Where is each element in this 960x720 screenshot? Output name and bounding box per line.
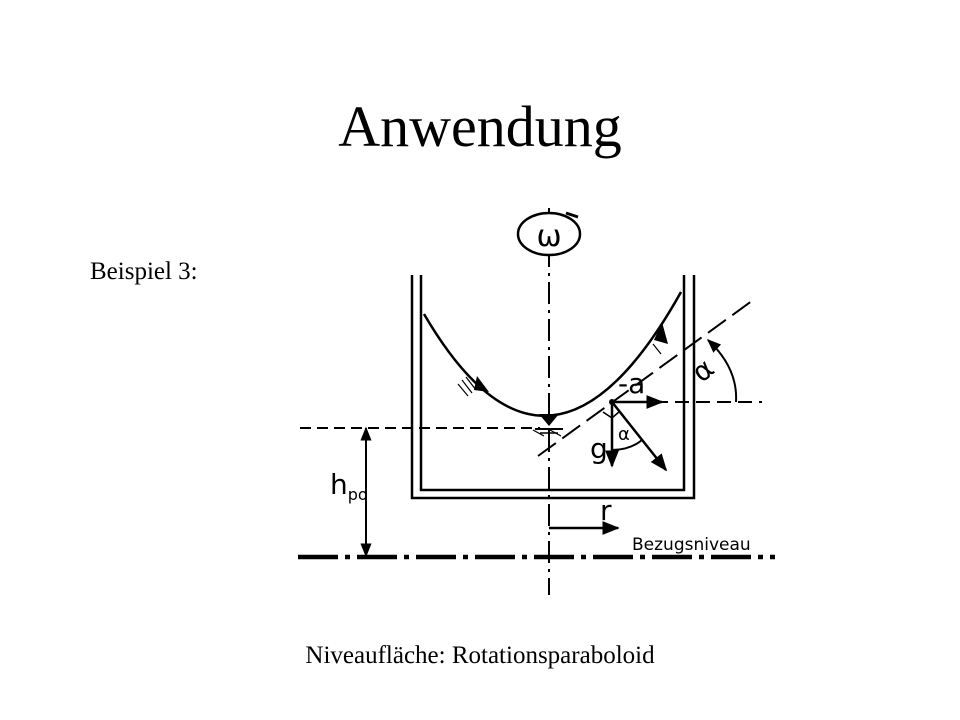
radius-label: r xyxy=(600,494,612,527)
slide-title: Anwendung xyxy=(338,94,622,159)
omega-marker: ω xyxy=(516,211,582,257)
large-alpha-label: α xyxy=(685,352,720,389)
right-angle-mark xyxy=(602,410,621,419)
example-label: Beispiel 3: xyxy=(90,258,198,285)
surface-hatching xyxy=(457,343,662,437)
surface-arrow-left xyxy=(474,376,489,392)
resultant-arrow xyxy=(611,401,668,472)
gravity-label: g xyxy=(590,432,608,465)
reference-label: Bezugsniveau xyxy=(632,535,751,555)
surface-arrow-right xyxy=(654,322,668,344)
height-label: hpo xyxy=(330,468,368,504)
acceleration-label: -a xyxy=(618,367,645,400)
small-angle-arc xyxy=(611,439,643,451)
large-angle-arc xyxy=(706,339,738,403)
tangent-line xyxy=(537,297,757,457)
slide-caption: Niveaufläche: Rotationsparaboloid xyxy=(305,642,655,669)
small-alpha-label: α xyxy=(618,424,630,445)
water-level-symbol xyxy=(535,414,563,434)
vessel xyxy=(410,275,696,500)
omega-label: ω xyxy=(536,219,561,254)
